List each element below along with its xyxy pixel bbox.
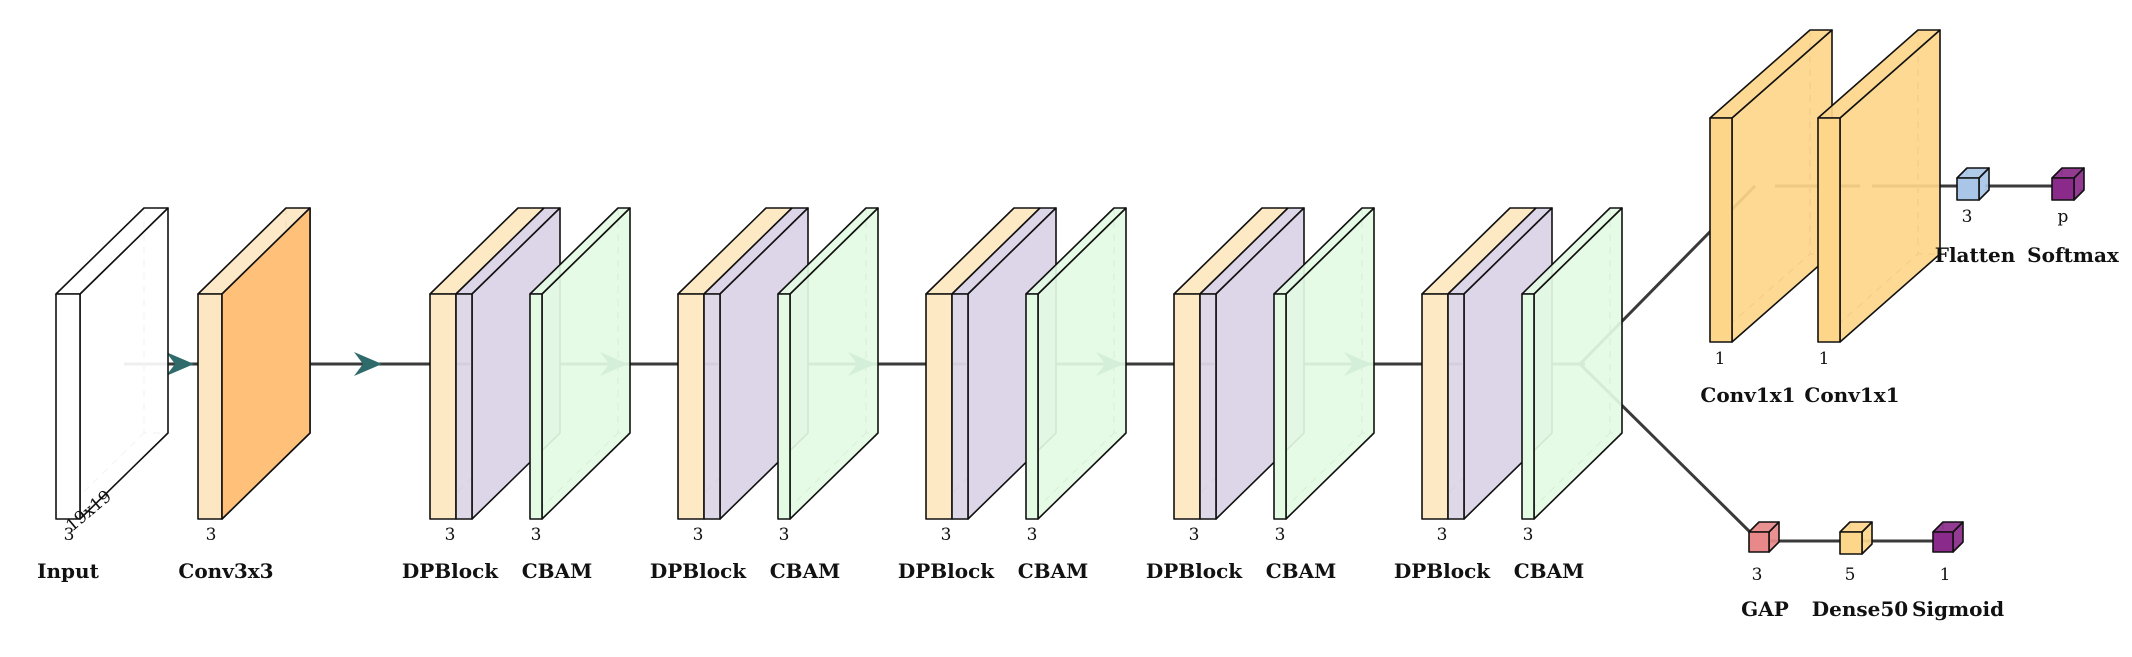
layer-dim-label: 3 [1752, 565, 1763, 585]
layer-label: CBAM [770, 559, 840, 583]
layer-label: Input [37, 559, 99, 583]
layer-label: DPBlock [1394, 559, 1491, 583]
layer-label: Conv1x1 [1700, 383, 1795, 407]
flatten-cube [1956, 167, 1990, 201]
layer-label: Conv3x3 [178, 559, 273, 583]
dense50-cube [1839, 521, 1873, 555]
layer-dim-label: 1 [1819, 349, 1830, 369]
layer-dim-label: 3 [531, 525, 542, 545]
cbam-layer [1025, 207, 1127, 520]
layer-label: DPBlock [898, 559, 995, 583]
layer-dim-label: 3 [941, 525, 952, 545]
layer-labels: Input 3 19x19 Conv3x3 3 DPBlock 3 CBAM 3… [37, 207, 2120, 621]
layer-label: CBAM [1514, 559, 1584, 583]
input-layer [55, 207, 169, 520]
layer-dim-label: 1 [1715, 349, 1726, 369]
layer-label: DPBlock [650, 559, 747, 583]
layer-blocks [55, 29, 2085, 555]
layer-label: Dense50 [1812, 597, 1908, 621]
layer-dim-label: 3 [1962, 207, 1973, 227]
layer-dim-label: 5 [1845, 565, 1856, 585]
layer-label: DPBlock [402, 559, 499, 583]
conv3x3-fill [221, 207, 311, 520]
cbam-layer [777, 207, 879, 520]
gap-cube [1748, 521, 1780, 553]
layer-dim-label: p [2058, 207, 2069, 227]
layer-dim-label: 1 [1940, 565, 1951, 585]
layer-dim-label: 3 [1437, 525, 1448, 545]
layer-label: DPBlock [1146, 559, 1243, 583]
layer-dim-label: 3 [779, 525, 790, 545]
layer-label: Conv1x1 [1804, 383, 1899, 407]
layer-label: GAP [1741, 597, 1789, 621]
sigmoid-cube [1932, 521, 1964, 553]
layer-dim-label: 3 [445, 525, 456, 545]
layer-dim-label: 3 [693, 525, 704, 545]
arrow-head-icon [166, 352, 194, 376]
layer-dim-label: 3 [1275, 525, 1286, 545]
layer-dim-label: 3 [64, 525, 75, 545]
cbam-layer [1521, 207, 1623, 520]
conv1x1-layer [1709, 29, 1833, 343]
layer-label: CBAM [1018, 559, 1088, 583]
cbam-layer [529, 207, 631, 520]
layer-label: CBAM [522, 559, 592, 583]
layer-label: Flatten [1935, 243, 2016, 267]
layer-label: Softmax [2027, 243, 2120, 267]
layer-dim-label: 3 [1523, 525, 1534, 545]
layer-dim-label: 3 [1189, 525, 1200, 545]
layer-label: CBAM [1266, 559, 1336, 583]
layer-label: Sigmoid [1912, 597, 2004, 621]
layer-dim-label: 3 [1027, 525, 1038, 545]
conv1x1-layer [1817, 29, 1941, 343]
softmax-cube [2051, 167, 2085, 201]
arrow-head-icon [354, 352, 382, 376]
cbam-layer [1273, 207, 1375, 520]
layer-dim-label: 3 [206, 525, 217, 545]
